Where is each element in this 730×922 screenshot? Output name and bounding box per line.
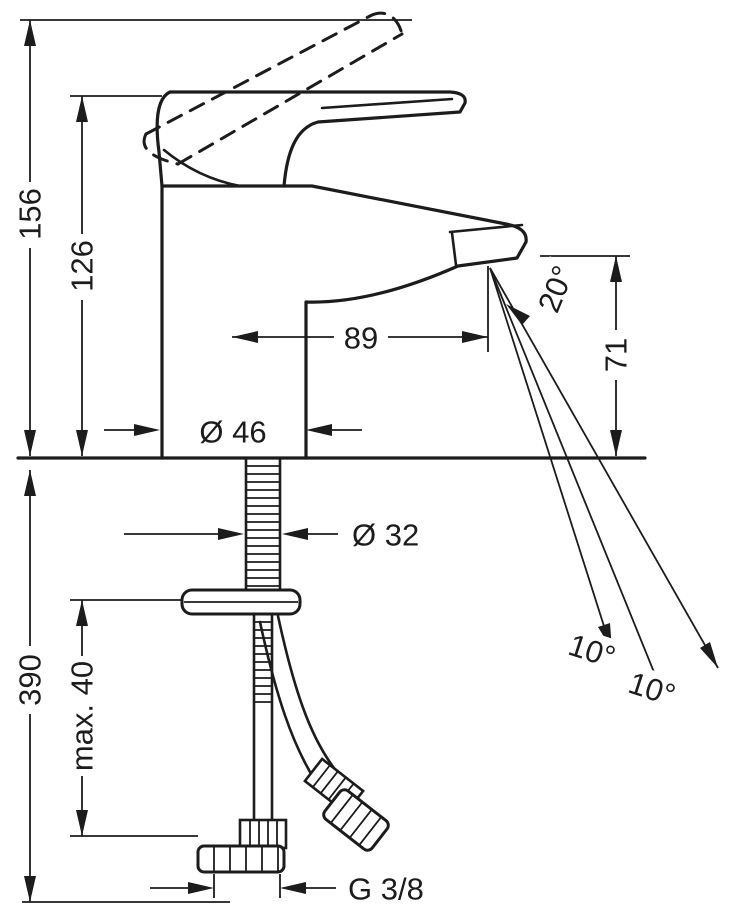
arrowhead <box>24 20 36 46</box>
dim-89-label: 89 <box>344 321 378 356</box>
dim-71-label: 71 <box>599 338 634 372</box>
arrowhead <box>700 642 718 668</box>
arrowhead <box>506 304 530 325</box>
faucet-body-outline <box>160 184 528 460</box>
mounting-washer <box>180 588 302 616</box>
arrowhead <box>24 876 36 902</box>
arrowhead <box>280 882 306 894</box>
dimension-126: 126 <box>64 95 162 456</box>
handle-lever <box>155 90 467 188</box>
dim-390-label: 390 <box>13 654 48 706</box>
dimension-max40: max. 40 <box>62 599 198 837</box>
arrowhead <box>462 331 488 343</box>
arrowhead <box>232 331 258 343</box>
supply-hose-flexible <box>258 614 336 784</box>
arrowhead <box>24 470 36 496</box>
dimension-390: 390 <box>12 470 230 903</box>
arrowhead <box>76 810 88 836</box>
hose-nut-straight <box>196 844 286 874</box>
dimension-20deg: 20° <box>528 256 584 322</box>
arrowhead <box>282 528 308 540</box>
dimension-g38: G 3/8 <box>150 872 424 907</box>
threaded-shank <box>244 456 282 592</box>
dimension-71: 71 <box>540 255 634 456</box>
arrowhead <box>76 96 88 122</box>
dim-d32-label: Ø 32 <box>352 518 419 553</box>
dimension-10deg-2: 10° <box>621 663 683 715</box>
arrowhead <box>188 882 214 894</box>
supply-hose-straight <box>252 612 274 822</box>
dimension-d32: Ø 32 <box>124 518 419 553</box>
dim-156-label: 156 <box>13 188 48 240</box>
hose-nut-flexible <box>322 788 390 852</box>
arrowhead <box>610 430 622 456</box>
hose-collar-straight <box>238 818 288 850</box>
dim-126-label: 126 <box>65 240 100 292</box>
dim-g38-label: G 3/8 <box>348 872 424 907</box>
dimension-89: 89 <box>232 318 488 356</box>
arrowhead <box>76 430 88 456</box>
aerator-detail <box>448 223 524 267</box>
arrowhead <box>218 528 244 540</box>
dim-d46-label: Ø 46 <box>199 415 266 450</box>
dimension-156: 156 <box>12 19 412 456</box>
arrowhead <box>306 424 332 436</box>
arrowhead <box>76 600 88 626</box>
spray-angle-lines <box>487 266 719 683</box>
arrowhead <box>610 256 622 282</box>
dimension-d46: Ø 46 <box>104 415 362 450</box>
thread-hatching <box>247 465 279 587</box>
arrowhead <box>134 424 160 436</box>
dim-max40-label: max. 40 <box>65 661 100 771</box>
arrowhead <box>24 430 36 456</box>
dimension-10deg-1: 10° <box>561 625 623 677</box>
handle-raised-dashed <box>142 11 404 166</box>
